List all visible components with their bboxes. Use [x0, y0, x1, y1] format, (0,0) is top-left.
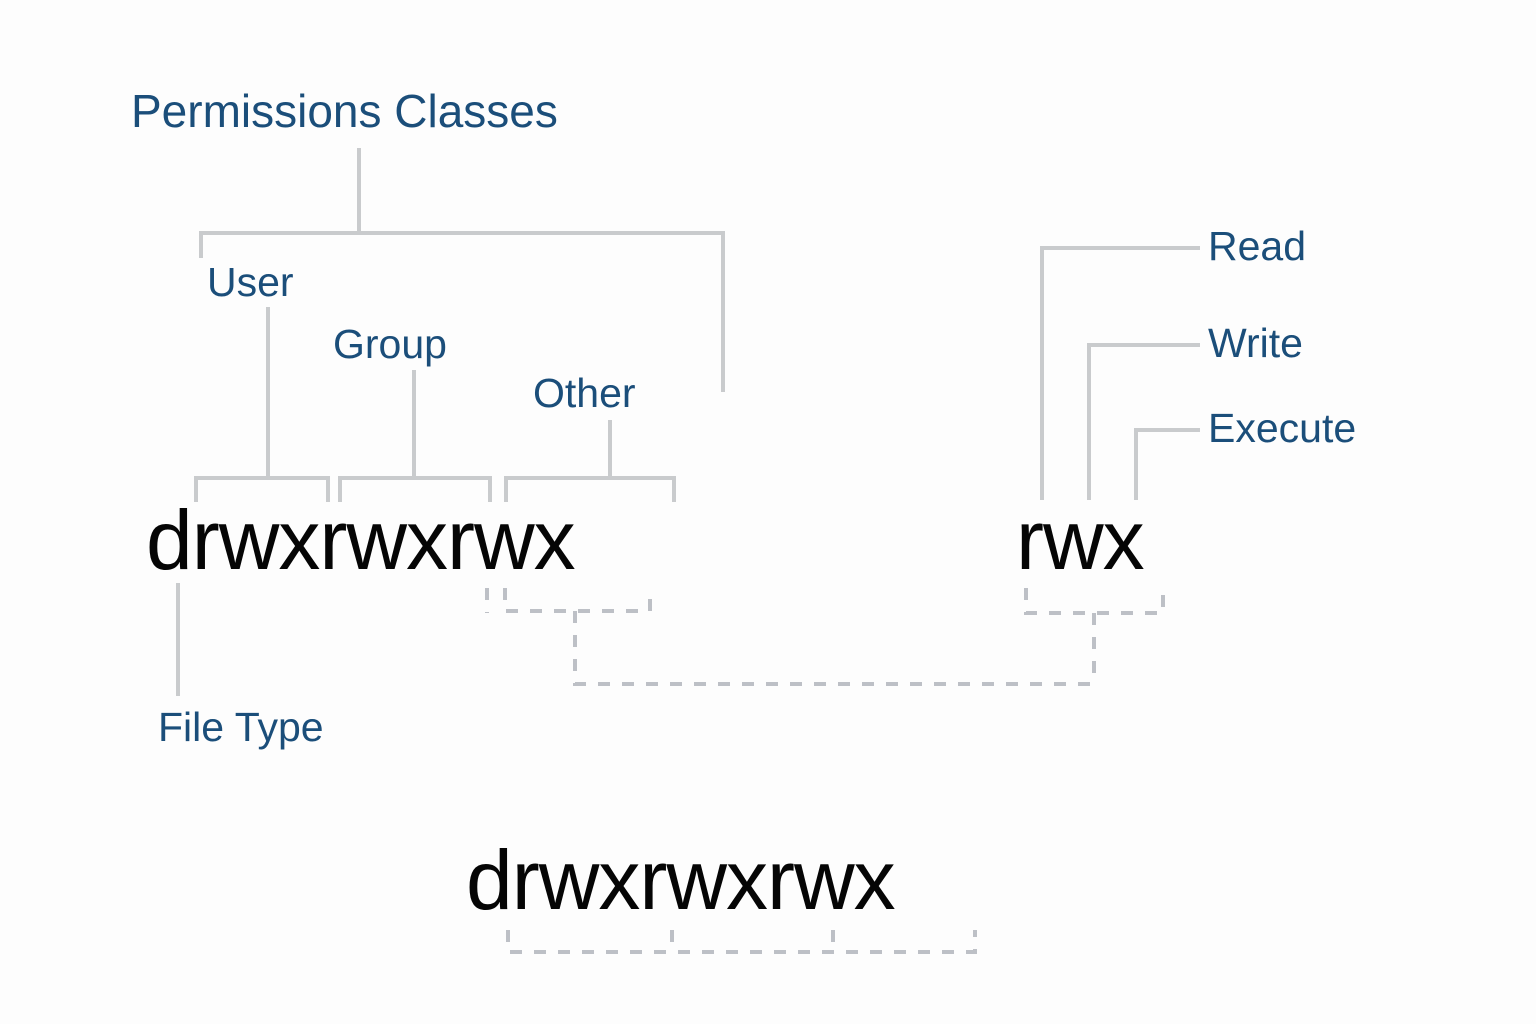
- file-type-label: File Type: [158, 704, 324, 750]
- permission-label-read: Read: [1208, 223, 1307, 269]
- read-leader: [1040, 246, 1200, 500]
- permission-label-write: Write: [1208, 320, 1303, 366]
- class-label-group: Group: [333, 321, 447, 367]
- group-bracket: [338, 476, 492, 502]
- permission-label-execute: Execute: [1208, 405, 1357, 451]
- other-dashed-link: [503, 588, 652, 613]
- user-bracket: [194, 476, 330, 502]
- bottom-dashed-bracket: [506, 930, 977, 954]
- permission-string-detail: rwx: [1016, 493, 1145, 587]
- write-leader: [1087, 343, 1200, 500]
- other-bracket: [504, 476, 676, 502]
- page-title: Permissions Classes: [131, 85, 558, 137]
- class-label-user: User: [207, 259, 294, 305]
- execute-leader: [1134, 428, 1200, 500]
- class-label-other: Other: [533, 370, 636, 416]
- other-dashed-drop: [573, 611, 1094, 686]
- permission-string-main: drwxrwxrwx: [146, 493, 576, 587]
- detail-dashed-bracket: [1024, 588, 1165, 615]
- permission-string-bottom: drwxrwxrwx: [466, 833, 896, 927]
- classes-bracket: [199, 231, 725, 392]
